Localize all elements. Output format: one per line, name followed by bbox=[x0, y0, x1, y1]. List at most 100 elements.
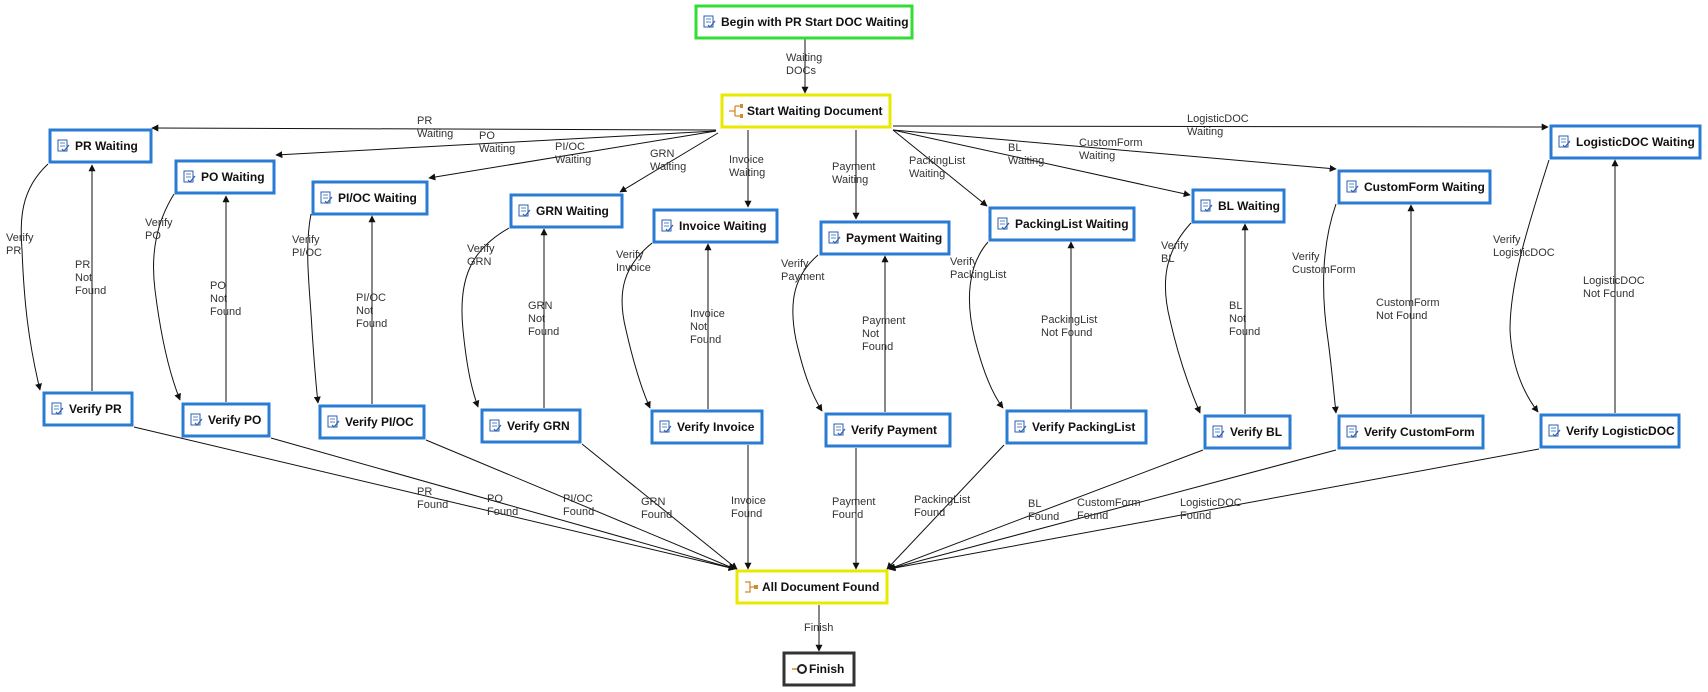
node-label: Verify GRN bbox=[507, 419, 570, 433]
task-doc-icon bbox=[57, 139, 70, 152]
edge-label-line: Waiting bbox=[1079, 150, 1115, 162]
edge-label-line: CustomForm bbox=[1077, 497, 1141, 509]
edge-label-line: PO bbox=[145, 230, 161, 242]
edge-pioc-waiting bbox=[428, 130, 717, 181]
edge-label-line: Found bbox=[356, 318, 387, 330]
node-label: Verify LogisticDOC bbox=[1566, 424, 1675, 438]
node-label: Verify CustomForm bbox=[1364, 425, 1475, 439]
task-doc-icon bbox=[190, 413, 203, 426]
edge-label-line: Invoice bbox=[729, 154, 764, 166]
node-verify-pioc[interactable]: Verify PI/OC bbox=[318, 404, 426, 440]
node-box bbox=[694, 4, 914, 40]
node-start-waiting[interactable]: Start Waiting Document bbox=[720, 93, 892, 129]
edge-label-line: BL bbox=[1161, 253, 1174, 265]
node-invoice-waiting[interactable]: Invoice Waiting bbox=[652, 208, 779, 244]
node-packinglist-waiting[interactable]: PackingList Waiting bbox=[988, 206, 1136, 242]
node-pr-waiting[interactable]: PR Waiting bbox=[48, 128, 153, 164]
node-box bbox=[824, 412, 952, 448]
merge-gateway-icon bbox=[745, 581, 758, 593]
edge-label-line: PO bbox=[487, 493, 503, 505]
edge-label-line: Waiting bbox=[555, 154, 591, 166]
edge-bl-found bbox=[888, 449, 1204, 571]
node-verify-customform[interactable]: Verify CustomForm bbox=[1337, 414, 1485, 450]
node-bl-waiting[interactable]: BL Waiting bbox=[1191, 188, 1286, 224]
node-verify-packinglist[interactable]: Verify PackingList bbox=[1005, 409, 1148, 445]
edge-verify-pioc bbox=[307, 213, 321, 404]
node-verify-logisticdoc[interactable]: Verify LogisticDOC bbox=[1539, 413, 1681, 449]
node-finish[interactable]: Finish bbox=[782, 651, 856, 687]
edge-label-line: Invoice bbox=[616, 262, 651, 274]
edge-label-line: Found bbox=[1077, 510, 1108, 522]
edge-label-line: Verify bbox=[950, 256, 978, 268]
node-grn-waiting[interactable]: GRN Waiting bbox=[509, 193, 624, 229]
node-label: PO Waiting bbox=[201, 170, 265, 184]
node-pioc-waiting[interactable]: PI/OC Waiting bbox=[311, 180, 429, 216]
task-doc-icon bbox=[320, 191, 333, 204]
node-logisticdoc-waiting[interactable]: LogisticDOC Waiting bbox=[1549, 124, 1702, 160]
node-payment-waiting[interactable]: Payment Waiting bbox=[819, 220, 951, 256]
task-doc-icon bbox=[518, 204, 531, 217]
node-label: PackingList Waiting bbox=[1015, 217, 1129, 231]
edge-customform-found bbox=[888, 449, 1337, 571]
edge-label-line: PI/OC bbox=[292, 247, 322, 259]
edge-label-line: PR bbox=[75, 259, 90, 271]
edge-label-line: LogisticDOC bbox=[1180, 497, 1242, 509]
edge-label-line: PackingList bbox=[950, 269, 1006, 281]
node-box bbox=[1549, 124, 1702, 160]
node-label: PI/OC Waiting bbox=[338, 191, 417, 205]
edge-label-line: Found bbox=[563, 506, 594, 518]
edge-label-line: DOCs bbox=[786, 65, 816, 77]
node-label: CustomForm Waiting bbox=[1364, 180, 1485, 194]
edge-label-line: Found bbox=[641, 509, 672, 521]
edge-label-line: Waiting bbox=[729, 167, 765, 179]
edge-label-line: LogisticDOC bbox=[1493, 247, 1555, 259]
node-verify-payment[interactable]: Verify Payment bbox=[824, 412, 952, 448]
edge-label-line: LogisticDOC bbox=[1187, 113, 1249, 125]
edge-label-line: Verify bbox=[616, 249, 644, 261]
node-box bbox=[509, 193, 624, 229]
edge-label-line: Waiting bbox=[1008, 155, 1044, 167]
edge-pr-waiting bbox=[151, 124, 717, 132]
node-verify-bl[interactable]: Verify BL bbox=[1203, 414, 1292, 450]
edge-label-line: Waiting bbox=[1187, 126, 1223, 138]
edge-verify-packinglist bbox=[968, 241, 1004, 409]
edge-label-line: Waiting bbox=[650, 161, 686, 173]
edge-label-line: Found bbox=[1180, 510, 1211, 522]
node-label: All Document Found bbox=[762, 580, 879, 594]
edge-label-line: GRN bbox=[641, 496, 666, 508]
node-label: GRN Waiting bbox=[536, 204, 609, 218]
node-verify-pr[interactable]: Verify PR bbox=[42, 391, 134, 427]
node-po-waiting[interactable]: PO Waiting bbox=[174, 159, 276, 195]
task-doc-icon bbox=[1212, 425, 1225, 438]
edge-label-line: CustomForm bbox=[1292, 264, 1356, 276]
edge-verify-customform bbox=[1323, 203, 1339, 414]
edge-label-line: PackingList bbox=[909, 155, 965, 167]
edge-label-line: CustomForm bbox=[1376, 297, 1440, 309]
task-doc-icon bbox=[659, 420, 672, 433]
edge-label-line: Found bbox=[487, 506, 518, 518]
node-label: Verify PackingList bbox=[1032, 420, 1135, 434]
edge-label-line: PackingList bbox=[1041, 314, 1097, 326]
edge-label-line: PO bbox=[479, 130, 495, 142]
node-all-found[interactable]: All Document Found bbox=[735, 569, 889, 605]
edge-pr-found bbox=[133, 426, 736, 571]
node-customform-waiting[interactable]: CustomForm Waiting bbox=[1337, 169, 1492, 205]
node-verify-grn[interactable]: Verify GRN bbox=[480, 408, 582, 444]
node-verify-invoice[interactable]: Verify Invoice bbox=[650, 409, 764, 445]
node-start[interactable]: Begin with PR Start DOC Waiting bbox=[694, 4, 914, 40]
edge-label-line: Found bbox=[528, 326, 559, 338]
edge-label-line: PI/OC bbox=[555, 141, 585, 153]
node-verify-po[interactable]: Verify PO bbox=[181, 402, 271, 438]
